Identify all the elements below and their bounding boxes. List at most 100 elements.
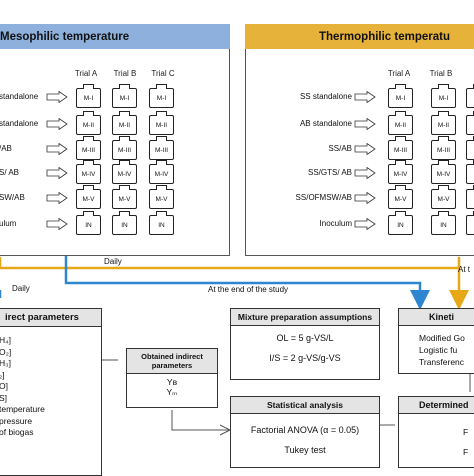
thermo-row-arrow-icon: [354, 192, 376, 204]
direct-parameter-item: H₃]: [0, 358, 11, 368]
thermophilic-title: Thermophilic temperatu: [319, 30, 450, 43]
direct-parameter-item: O]: [0, 381, 8, 391]
thermo-reactor-trial-b: M-IV: [431, 160, 456, 184]
thermo-row-label: SS standalone: [299, 92, 352, 101]
thermo-row-label: SS/OFMSW/AB: [295, 193, 352, 202]
indirect-parameters-title: Obtained indirect parameters: [127, 349, 217, 374]
statistics-title: Statistical analysis: [231, 397, 379, 414]
meso-row-label: ulum: [0, 219, 17, 228]
meso-reactor-trial-b: M-I: [112, 84, 137, 108]
meso-row-arrow-icon: [46, 192, 68, 204]
thermo-reactor-trial-b: M-V: [431, 185, 456, 209]
indirect-parameter-item: Yₘ: [166, 387, 178, 397]
meso-reactor-trial-c: M-III: [149, 136, 174, 160]
meso-reactor-trial-a: M-III: [76, 136, 101, 160]
direct-parameter-item: H₄]: [0, 335, 11, 345]
mixture-item: I/S = 2 g-VS/g-VS: [269, 353, 341, 363]
thermo-reactor-trial-a: M-IV: [388, 160, 413, 184]
meso-row-arrow-icon: [46, 218, 68, 230]
meso-reactor-trial-b: M-II: [112, 111, 137, 135]
meso-reactor-trial-b: M-III: [112, 136, 137, 160]
kinetic-title: Kineti: [399, 309, 474, 326]
meso-reactor-trial-b: M-IV: [112, 160, 137, 184]
meso-row-label: SW/AB: [0, 193, 25, 202]
thermo-reactor-trial-a: IN: [388, 211, 413, 235]
thermo-row-label: Inoculum: [319, 219, 352, 228]
thermo-reactor-trial-a: M-I: [388, 84, 413, 108]
direct-parameter-item: of biogas: [0, 427, 34, 437]
thermo-trial-a-label: Trial A: [387, 69, 411, 78]
thermo-reactor-trial-a: M-II: [388, 111, 413, 135]
thermo-row-arrow-icon: [354, 143, 376, 155]
determined-item: F: [463, 427, 469, 437]
direct-parameter-item: temperature: [0, 404, 45, 414]
determined-item: F: [463, 447, 469, 457]
meso-trial-c-label: Trial C: [151, 69, 175, 78]
indirect-parameter-item: Yʙ: [166, 377, 178, 387]
thermo-reactor-trial-a: M-III: [388, 136, 413, 160]
statistics-item: Factorial ANOVA (α = 0.05): [250, 425, 360, 435]
meso-reactor-trial-c: IN: [149, 211, 174, 235]
meso-row-arrow-icon: [46, 167, 68, 179]
thermophilic-header: Thermophilic temperatu: [245, 24, 474, 49]
meso-reactor-trial-a: M-I: [76, 84, 101, 108]
direct-parameters-title: irect parameters: [0, 309, 101, 327]
thermo-reactor-trial-b: IN: [431, 211, 456, 235]
direct-parameter-item: S]: [0, 392, 8, 403]
daily-left-label: Daily: [12, 284, 30, 293]
thermo-row-label: AB standalone: [299, 119, 352, 128]
meso-reactor-trial-a: IN: [76, 211, 101, 235]
thermo-row-arrow-icon: [354, 218, 376, 230]
meso-trial-b-label: Trial B: [113, 69, 137, 78]
thermo-reactor-trial-b: M-II: [431, 111, 456, 135]
thermo-reactor-trial-b: M-I: [431, 84, 456, 108]
gold-daily-line: [0, 257, 461, 270]
meso-reactor-trial-a: M-II: [76, 111, 101, 135]
meso-row-arrow-icon: [46, 143, 68, 155]
statistics-item: Tukey test: [284, 445, 326, 455]
thermo-row-arrow-icon: [354, 91, 376, 103]
at-right-label: At t: [458, 265, 471, 274]
meso-row-label: standalone: [0, 119, 39, 128]
mesophilic-header: Mesophilic temperature: [0, 24, 230, 49]
meso-row-arrow-icon: [46, 118, 68, 130]
meso-reactor-trial-a: M-V: [76, 185, 101, 209]
kinetic-item: Modified Go: [419, 333, 465, 343]
thermo-row-label: SS/GTS/ AB: [307, 168, 352, 177]
meso-reactor-trial-c: M-IV: [149, 160, 174, 184]
meso-row-label: standalone: [0, 92, 39, 101]
meso-reactor-trial-b: IN: [112, 211, 137, 235]
direct-parameter-item: ₂]: [0, 369, 5, 380]
indirect-down-arrow: [171, 410, 230, 431]
kinetic-item: Logistic fu: [419, 345, 458, 355]
meso-reactor-trial-c: M-II: [149, 111, 174, 135]
blue-end-line: [64, 256, 430, 310]
daily-top-label: Daily: [104, 257, 122, 266]
end-of-study-label: At the end of the study: [208, 285, 289, 294]
meso-reactor-trial-b: M-V: [112, 185, 137, 209]
direct-parameter-item: O₂]: [0, 346, 12, 357]
thermo-trial-b-label: Trial B: [429, 69, 453, 78]
statistics-box: Statistical analysis Factorial ANOVA (α …: [230, 396, 380, 468]
thermo-row-arrow-icon: [354, 167, 376, 179]
meso-row-label: S/ AB: [0, 168, 20, 177]
thermo-row-label: SS/AB: [328, 144, 352, 153]
meso-row-arrow-icon: [46, 91, 68, 103]
mesophilic-title: Mesophilic temperature: [0, 30, 130, 43]
mixture-title: Mixture preparation assumptions: [231, 309, 379, 326]
thermo-reactor-trial-a: M-V: [388, 185, 413, 209]
mixture-box: Mixture preparation assumptions OL = 5 g…: [230, 308, 380, 380]
determined-title: Determined: [399, 397, 474, 414]
meso-reactor-trial-c: M-I: [149, 84, 174, 108]
meso-row-label: /AB: [0, 144, 12, 153]
meso-trial-a-label: Trial A: [74, 69, 98, 78]
